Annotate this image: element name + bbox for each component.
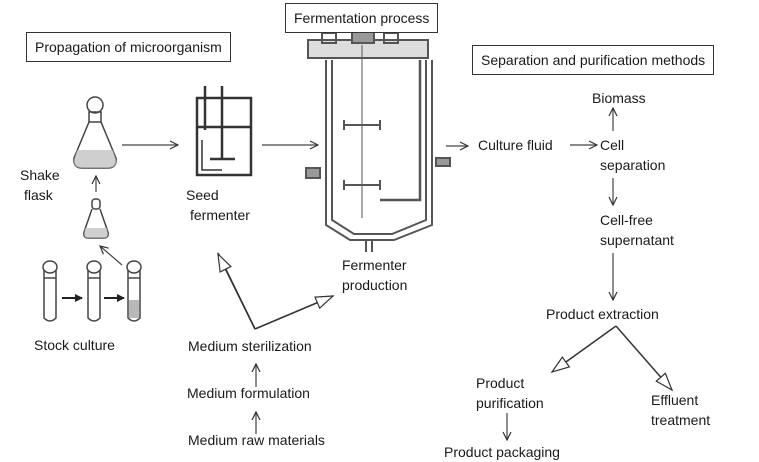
label-line: Product [476,375,525,391]
label-medium-sterilization: Medium sterilization [188,338,312,354]
section-fermentation: Fermentation process [285,3,439,33]
label-stock-culture: Stock culture [34,337,115,353]
label-effluent-treatment: Effluent treatment [651,390,710,430]
label-medium-raw-materials: Medium raw materials [188,432,325,448]
label-biomass: Biomass [592,90,646,106]
label-line: Fermenter [342,257,407,273]
label-line: Cell [600,137,625,153]
shake-flask-icon [73,96,117,169]
fermenter-vessel-icon [305,28,451,252]
label-line: purification [476,395,544,411]
small-flask-icon [83,198,109,239]
test-tubes-icon [42,260,142,322]
label-line: supernatant [600,232,674,248]
label-line: Seed [186,187,219,203]
label-product-extraction: Product extraction [546,306,659,322]
label-line: Effluent [651,392,699,408]
section-propagation: Propagation of microorganism [26,32,231,62]
label-fermenter-production: Fermenter production [342,255,407,295]
label-product-purification: Product purification [476,373,544,413]
label-line: production [342,277,408,293]
label-line: fermenter [190,207,250,223]
label-line: flask [24,187,53,203]
label-line: separation [600,157,666,173]
seed-fermenter-icon [195,86,253,177]
label-line: Cell-free [600,212,653,228]
label-medium-formulation: Medium formulation [187,385,310,401]
label-cell-separation: Cell separation [600,135,665,175]
label-shake-flask: Shake flask [20,165,60,205]
label-cell-free-supernatant: Cell-free supernatant [600,210,674,250]
label-product-packaging: Product packaging [444,444,560,460]
section-separation: Separation and purification methods [472,45,715,75]
label-culture-fluid: Culture fluid [478,137,553,153]
label-line: treatment [651,412,711,428]
label-line: Shake [20,167,60,183]
label-seed-fermenter: Seed fermenter [186,185,250,225]
